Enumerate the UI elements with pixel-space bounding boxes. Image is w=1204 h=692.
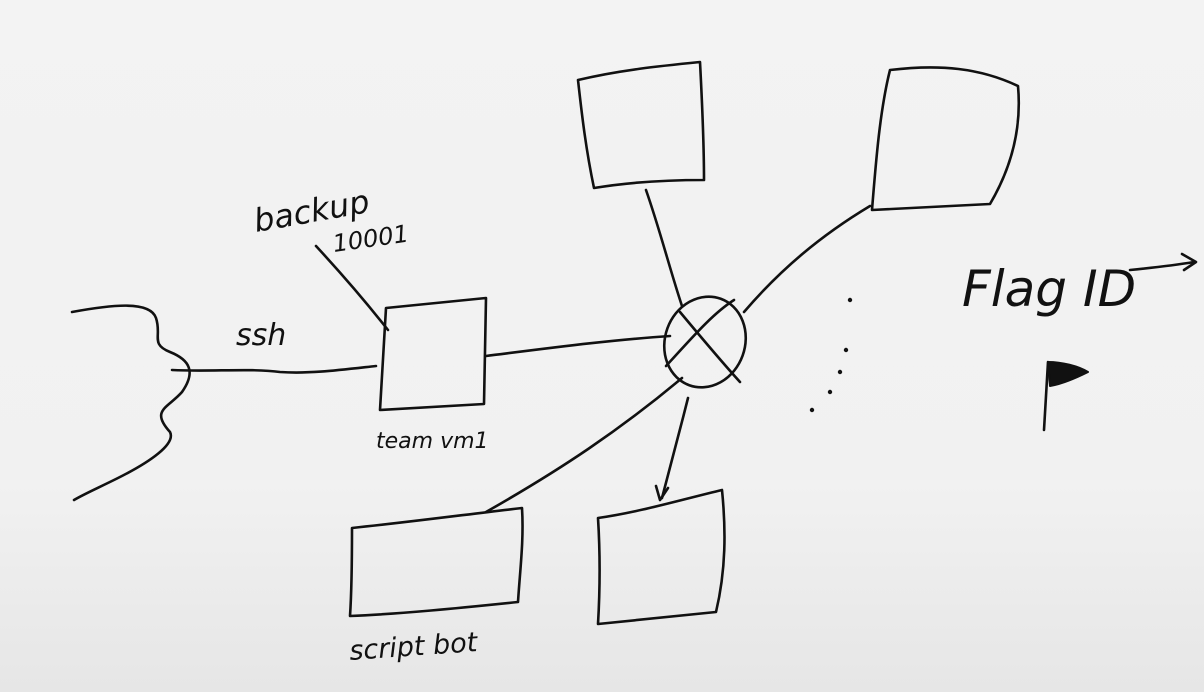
node-bottom-right-link [660,396,690,500]
node-box-top-left[interactable] [576,60,706,190]
node-box-bottom-right[interactable] [596,488,726,626]
node-box-top-right[interactable] [870,66,1021,212]
ssh-connection-line [170,364,378,374]
backup-pointer-line [314,244,390,332]
backup-port-label: 10001 [331,220,411,258]
right-arrow-icon [1128,252,1198,272]
node-top-right-link [742,204,872,314]
script-bot-box[interactable] [348,506,524,618]
router-icon[interactable] [652,285,759,399]
internet-squiggle [70,304,191,502]
team-vm-box[interactable] [378,296,488,412]
script-bot-link [484,376,684,514]
script-bot-label: script bot [348,627,479,667]
flag-id-label: Flag ID [962,260,1136,318]
node-bottom-right-arrowhead [654,484,670,502]
vm-router-link [484,334,672,358]
ellipsis-dots [809,297,853,413]
team-vm-label: team vm1 [376,429,489,454]
node-top-left-link [644,188,684,308]
flag-icon [1042,360,1089,432]
ssh-label: ssh [236,318,286,353]
